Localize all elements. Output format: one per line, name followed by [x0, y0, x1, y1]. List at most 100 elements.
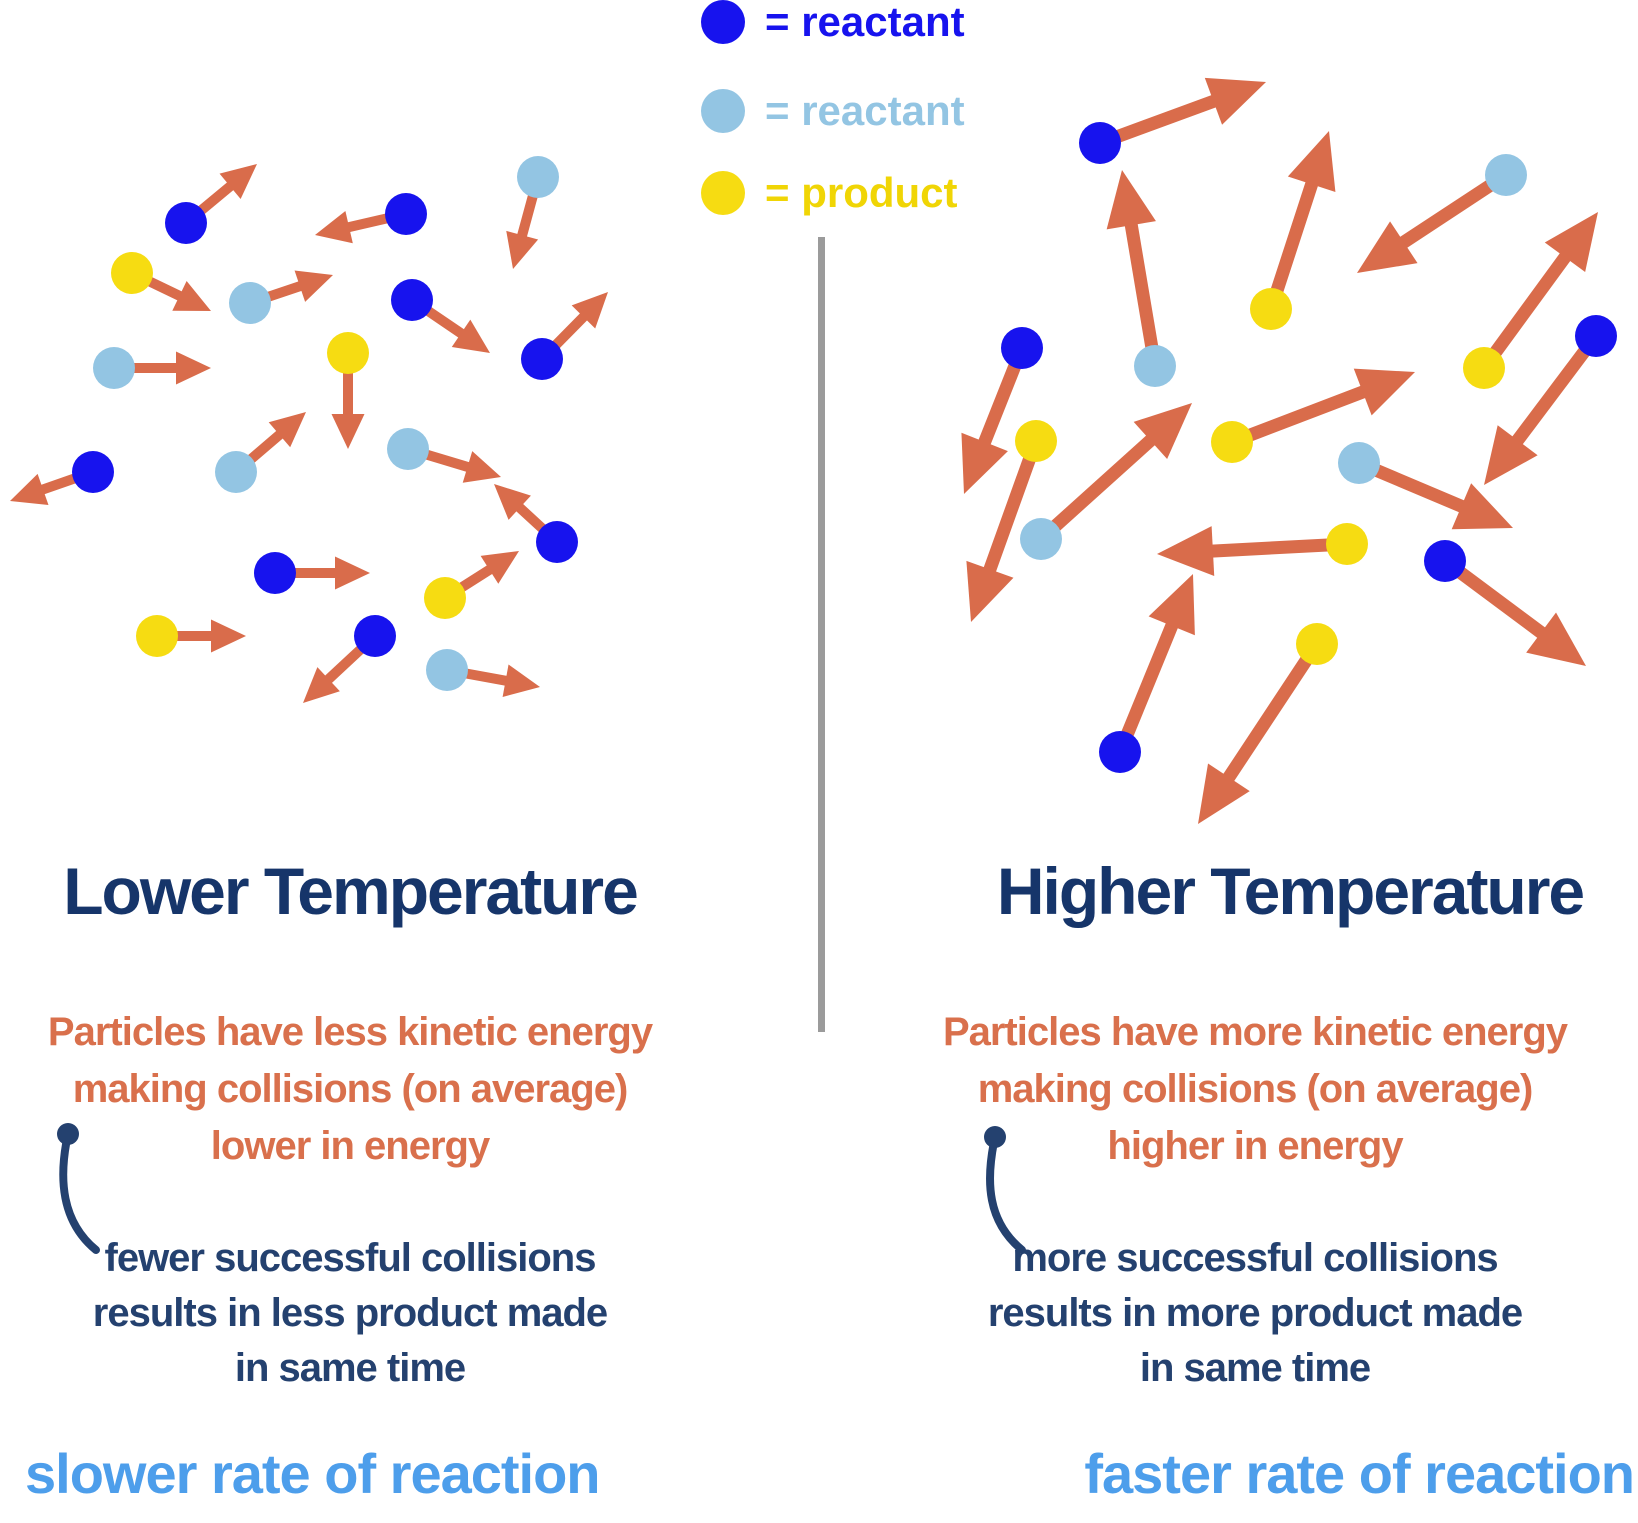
velocity-arrowhead-icon — [1544, 212, 1598, 272]
particle-product — [136, 615, 178, 657]
text-line: in same time — [1139, 1346, 1371, 1390]
text-line: more successful collisions — [1012, 1236, 1498, 1280]
connector-curve — [986, 1133, 1026, 1254]
particle-product — [1015, 420, 1057, 462]
text-line: Particles have less kinetic energy — [47, 1010, 653, 1054]
velocity-arrowhead-icon — [1353, 368, 1415, 416]
reactant-light-dot-icon — [701, 89, 745, 133]
connector-dot-icon — [984, 1126, 1006, 1148]
text-line: results in less product made — [92, 1291, 608, 1335]
velocity-arrowhead-icon — [1287, 131, 1336, 192]
particle-reactant-dark — [536, 521, 578, 563]
velocity-arrowhead-icon — [176, 351, 211, 385]
velocity-arrowhead-icon — [10, 473, 49, 506]
text-line: in same time — [234, 1346, 466, 1390]
velocity-arrow — [1441, 555, 1563, 652]
left-outcome-text: fewer successful collisions results in l… — [0, 1231, 700, 1396]
velocity-arrow — [1121, 202, 1162, 368]
velocity-arrowhead-icon — [1204, 77, 1266, 125]
particle-reactant-dark — [1079, 122, 1121, 164]
particle-reactant-light — [426, 649, 468, 691]
velocity-arrow — [1097, 87, 1237, 150]
particle-product — [111, 252, 153, 294]
velocity-arrow — [1478, 235, 1584, 372]
particle-reactant-light — [215, 451, 257, 493]
right-outcome-text: more successful collisions results in mo… — [905, 1231, 1605, 1396]
velocity-arrowhead-icon — [502, 664, 540, 697]
velocity-arrowhead-icon — [294, 270, 333, 302]
velocity-arrowhead-icon — [1526, 612, 1586, 666]
velocity-arrow — [1229, 377, 1386, 449]
right-rate-label: faster rate of reaction — [1084, 1442, 1635, 1505]
velocity-arrowhead-icon — [462, 451, 501, 483]
product-dot-icon — [701, 171, 745, 215]
particle-product — [1211, 421, 1253, 463]
particle-reactant-light — [229, 282, 271, 324]
velocity-arrowhead-icon — [506, 230, 539, 269]
text-line: fewer successful collisions — [104, 1236, 597, 1280]
particle-reactant-dark — [354, 615, 396, 657]
particle-reactant-dark — [1424, 540, 1466, 582]
velocity-arrow — [1113, 602, 1187, 755]
text-line: Particles have more kinetic energy — [942, 1010, 1568, 1054]
particle-reactant-light — [1485, 154, 1527, 196]
particle-product — [327, 332, 369, 374]
velocity-arrowhead-icon — [172, 280, 211, 311]
particle-reactant-light — [517, 156, 559, 198]
particle-reactant-dark — [1575, 315, 1617, 357]
legend-label: = reactant — [765, 0, 965, 45]
velocity-arrowhead-icon — [1484, 425, 1538, 485]
particle-reactant-dark — [1001, 327, 1043, 369]
velocity-arrowhead-icon — [211, 619, 246, 653]
velocity-arrowhead-icon — [966, 560, 1014, 622]
left-title: Lower Temperature — [63, 854, 639, 928]
legend-item-reactant-light: = reactant — [701, 87, 965, 134]
connector-curve — [59, 1130, 100, 1254]
particle-product — [1250, 288, 1292, 330]
velocity-arrow — [1190, 537, 1348, 559]
particle-reactant-light — [1020, 518, 1062, 560]
velocity-arrowhead-icon — [1157, 526, 1215, 577]
text-line: making collisions (on average) — [977, 1067, 1534, 1111]
velocity-arrowhead-icon — [451, 319, 490, 353]
velocity-arrow — [976, 438, 1043, 593]
velocity-arrow — [1211, 640, 1323, 800]
velocity-arrowhead-icon — [315, 211, 353, 244]
velocity-arrow — [1264, 160, 1325, 312]
velocity-arrowhead-icon — [494, 484, 531, 520]
legend: = reactant = reactant = product — [701, 0, 981, 220]
velocity-arrowhead-icon — [268, 412, 306, 448]
panel-divider — [818, 237, 825, 1032]
text-line: higher in energy — [1107, 1124, 1403, 1168]
left-kinetic-text: Particles have less kinetic energy makin… — [0, 1004, 700, 1175]
velocity-arrowhead-icon — [961, 432, 1008, 494]
velocity-arrowhead-icon — [571, 292, 608, 329]
velocity-arrowhead-icon — [1106, 170, 1156, 230]
connector-dot-icon — [57, 1123, 79, 1145]
velocity-arrowhead-icon — [219, 164, 257, 200]
legend-item-product: = product — [701, 169, 958, 216]
legend-label: = reactant — [765, 87, 965, 134]
velocity-arrow — [1036, 420, 1172, 544]
text-line: lower in energy — [210, 1124, 490, 1168]
right-kinetic-text: Particles have more kinetic energy makin… — [905, 1004, 1605, 1175]
velocity-arrowhead-icon — [1133, 403, 1192, 460]
particle-reactant-dark — [72, 451, 114, 493]
particle-reactant-light — [1338, 442, 1380, 484]
text-line: making collisions (on average) — [72, 1067, 629, 1111]
particle-product — [1326, 523, 1368, 565]
velocity-arrowhead-icon — [1357, 221, 1418, 273]
velocity-arrow — [1381, 169, 1510, 260]
text-line: results in more product made — [987, 1291, 1523, 1335]
velocity-arrow — [1498, 332, 1602, 463]
particle-product — [424, 577, 466, 619]
legend-item-reactant-dark: = reactant — [701, 0, 965, 45]
particle-reactant-light — [93, 347, 135, 389]
particle-reactant-dark — [165, 202, 207, 244]
velocity-arrowhead-icon — [335, 556, 370, 590]
velocity-arrowhead-icon — [303, 667, 340, 703]
velocity-arrowhead-icon — [480, 551, 519, 584]
particle-product — [1296, 623, 1338, 665]
